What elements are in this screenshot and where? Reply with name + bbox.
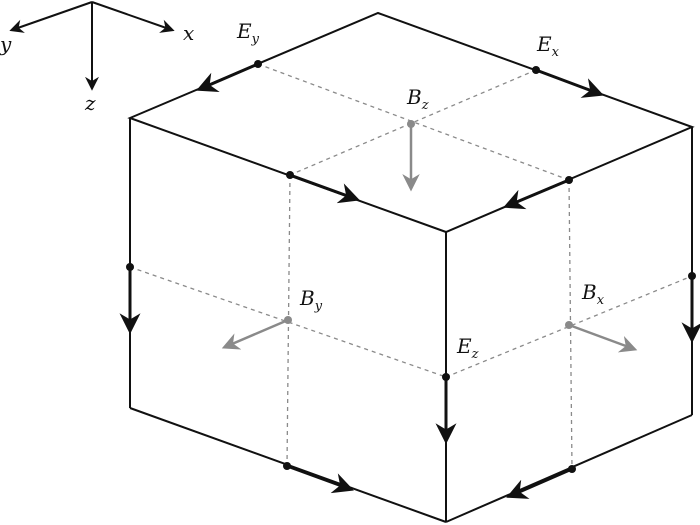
ex-front-top-arrow xyxy=(289,173,360,204)
right-mid-point xyxy=(688,272,696,280)
y-axis-label: y xyxy=(0,32,12,56)
x-axis-arrow xyxy=(91,1,175,33)
bz-point xyxy=(407,120,415,128)
bx-arrow xyxy=(568,323,638,353)
by-point xyxy=(284,316,292,324)
label-ey: Ey xyxy=(236,19,260,47)
bottom-right-point xyxy=(568,465,576,473)
right-top-point xyxy=(565,176,573,184)
by-arrow xyxy=(221,318,289,350)
ey-bottom-arrow xyxy=(506,467,573,499)
y-axis-arrow xyxy=(9,1,93,33)
magnetic-field-points xyxy=(284,120,573,329)
label-bx: Bx xyxy=(581,280,605,308)
bottom-left-point xyxy=(283,462,291,470)
label-by: By xyxy=(299,286,323,314)
ey-right-top-arrow xyxy=(503,178,570,210)
label-ex: Ex xyxy=(536,32,560,60)
ez-point xyxy=(442,373,450,381)
ey-point xyxy=(254,60,262,68)
magnetic-field-arrows xyxy=(221,124,638,353)
bx-point xyxy=(565,321,573,329)
electric-field-arrows xyxy=(119,62,700,499)
left-mid-point xyxy=(126,263,134,271)
x-axis-label: x xyxy=(183,21,194,45)
z-axis-label: z xyxy=(84,91,96,115)
field-labels: Ey Ex Bz By Bx Ez xyxy=(236,19,605,362)
ex-top-arrow xyxy=(535,68,604,98)
label-ez: Ez xyxy=(456,334,479,362)
front-top-point xyxy=(286,171,294,179)
label-bz: Bz xyxy=(406,85,429,113)
ey-top-arrow xyxy=(196,62,259,92)
ex-bottom-arrow xyxy=(286,464,354,494)
coordinate-axes: x y z xyxy=(0,1,194,115)
electric-field-points xyxy=(126,60,696,473)
ex-point xyxy=(532,66,540,74)
